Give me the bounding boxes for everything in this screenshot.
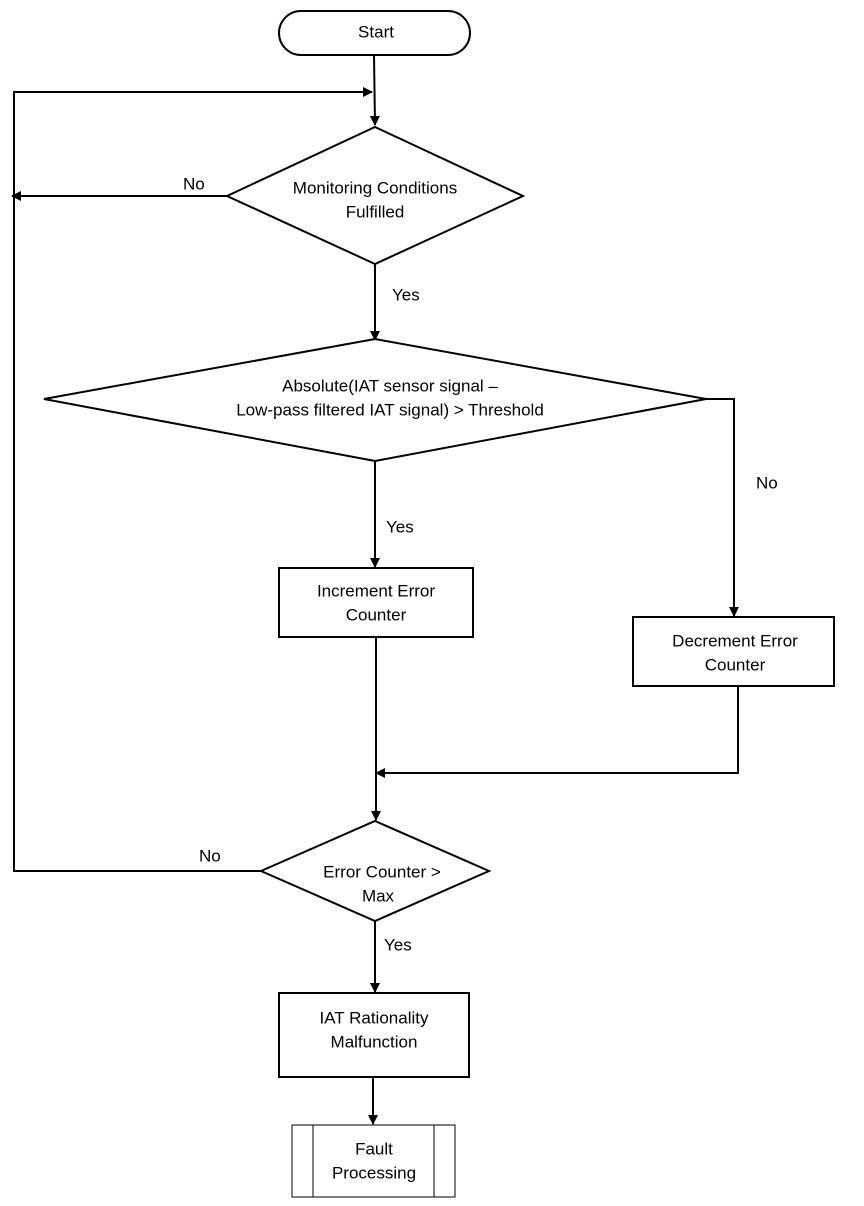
fault-label-line1: Fault	[355, 1139, 393, 1158]
monitoring-conditions-decision: Monitoring Conditions Fulfilled	[224, 125, 526, 266]
malfunction-label-line1: IAT Rationality	[320, 1008, 429, 1027]
edge-counter-no-loop	[13, 87, 373, 872]
increment-label-line1: Increment Error	[317, 581, 435, 600]
monitoring-label-line1: Monitoring Conditions	[293, 178, 457, 197]
edge-decrement-to-merge	[375, 686, 739, 778]
start-label: Start	[358, 22, 394, 41]
start-terminator: Start	[278, 10, 471, 56]
threshold-label-line2: Low-pass filtered IAT signal) > Threshol…	[236, 400, 544, 419]
error-counter-max-decision: Error Counter > Max	[258, 819, 492, 923]
connectors	[11, 54, 739, 1125]
edge-labels: No Yes Yes No No Yes	[183, 174, 778, 954]
edge-label-counter-no: No	[199, 846, 221, 865]
edge-start-to-monitoring	[369, 54, 380, 126]
threshold-decision: Absolute(IAT sensor signal – Low-pass fi…	[43, 337, 707, 463]
edge-label-counter-yes: Yes	[384, 935, 412, 954]
counter-check-label-line1: Error Counter >	[323, 862, 441, 881]
edge-label-monitoring-no: No	[183, 174, 205, 193]
monitoring-label-line2: Fulfilled	[346, 202, 405, 221]
edge-label-threshold-yes: Yes	[386, 517, 414, 536]
iat-rationality-malfunction-box: IAT Rationality Malfunction	[278, 992, 470, 1078]
malfunction-label-line2: Malfunction	[331, 1032, 418, 1051]
edge-threshold-no	[706, 398, 739, 617]
fault-label-line2: Processing	[332, 1163, 416, 1182]
edge-label-monitoring-yes: Yes	[392, 285, 420, 304]
decrement-error-counter-box: Decrement Error Counter	[632, 616, 835, 687]
increment-error-counter-box: Increment Error Counter	[278, 567, 474, 638]
edge-label-threshold-no: No	[756, 473, 778, 492]
decrement-label-line1: Decrement Error	[672, 631, 798, 650]
counter-check-label-line2: Max	[362, 886, 395, 905]
threshold-label-line1: Absolute(IAT sensor signal –	[282, 376, 498, 395]
decrement-label-line2: Counter	[705, 655, 766, 674]
fault-processing-box: Fault Processing	[291, 1124, 456, 1198]
increment-label-line2: Counter	[346, 605, 407, 624]
